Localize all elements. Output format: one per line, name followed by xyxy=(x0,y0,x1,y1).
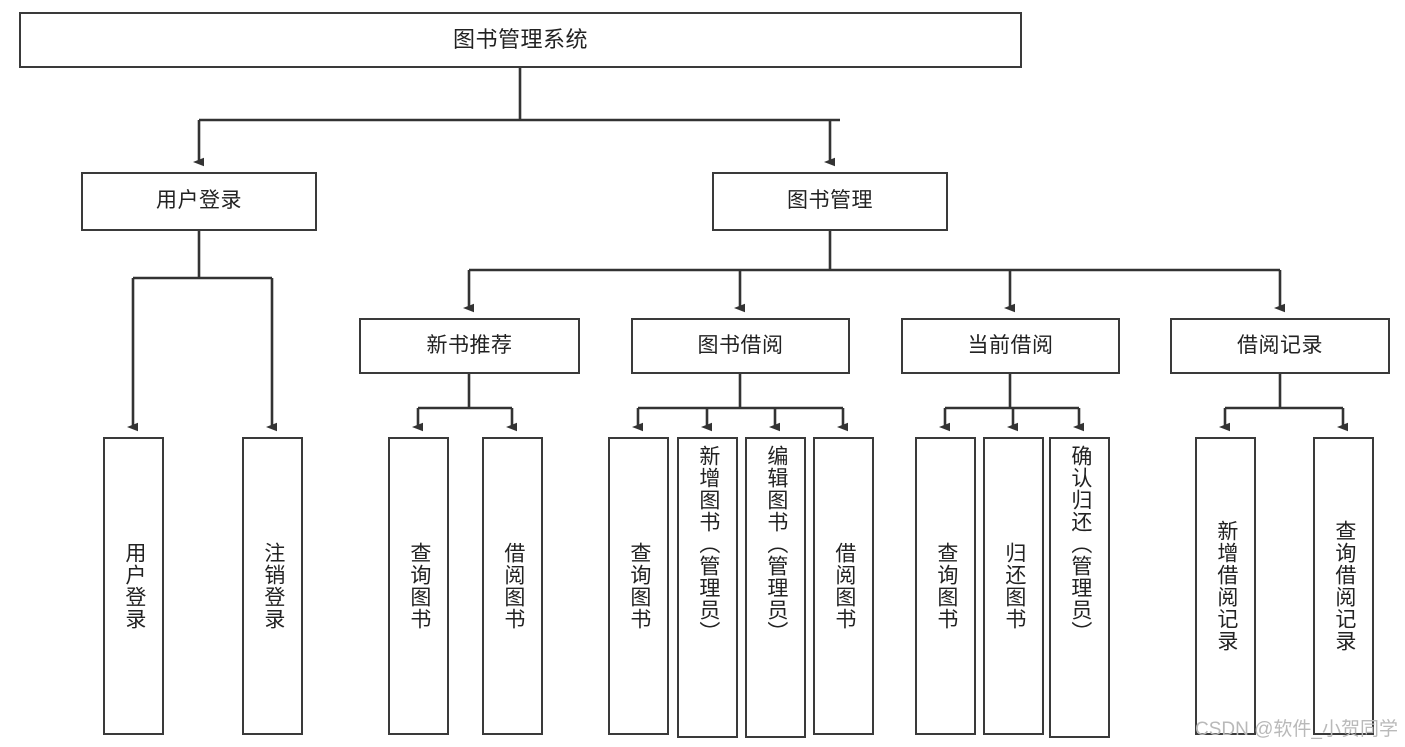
leaf-query-record[interactable]: 查询借阅记录 xyxy=(1313,437,1374,735)
leaf-borrow-book-1-label: 借阅图书 xyxy=(501,542,525,630)
leaf-add-book-label: 新增图书（管理员） xyxy=(696,445,720,643)
leaf-query-book-2[interactable]: 查询图书 xyxy=(608,437,669,735)
node-new-book-rec-label: 新书推荐 xyxy=(426,333,513,357)
leaf-return-book-label: 归还图书 xyxy=(1002,542,1026,630)
node-root-label: 图书管理系统 xyxy=(452,27,588,53)
node-borrow-record[interactable]: 借阅记录 xyxy=(1170,318,1390,374)
leaf-logout-label: 注销登录 xyxy=(261,542,285,630)
leaf-query-book-3[interactable]: 查询图书 xyxy=(915,437,976,735)
leaf-query-book-2-label: 查询图书 xyxy=(627,542,651,630)
node-book-borrow-label: 图书借阅 xyxy=(697,333,784,357)
node-book-manage-label: 图书管理 xyxy=(787,189,873,213)
leaf-borrow-book-2[interactable]: 借阅图书 xyxy=(813,437,874,735)
node-root[interactable]: 图书管理系统 xyxy=(19,12,1022,68)
node-book-manage[interactable]: 图书管理 xyxy=(712,172,948,231)
leaf-query-book-1-label: 查询图书 xyxy=(407,542,431,630)
leaf-borrow-book-1[interactable]: 借阅图书 xyxy=(482,437,543,735)
leaf-confirm-return-label: 确认归还（管理员） xyxy=(1068,445,1092,643)
node-user-login-label: 用户登录 xyxy=(156,189,242,213)
leaf-logout[interactable]: 注销登录 xyxy=(242,437,303,735)
watermark: CSDN @软件_小贺同学 xyxy=(1195,719,1398,740)
leaf-query-book-1[interactable]: 查询图书 xyxy=(388,437,449,735)
node-book-borrow[interactable]: 图书借阅 xyxy=(631,318,850,374)
node-new-book-rec[interactable]: 新书推荐 xyxy=(359,318,580,374)
leaf-confirm-return[interactable]: 确认归还（管理员） xyxy=(1049,437,1110,738)
node-user-login[interactable]: 用户登录 xyxy=(81,172,317,231)
leaf-user-login-label: 用户登录 xyxy=(122,542,146,630)
leaf-edit-book[interactable]: 编辑图书（管理员） xyxy=(745,437,806,738)
leaf-edit-book-label: 编辑图书（管理员） xyxy=(764,445,788,643)
node-current-borrow-label: 当前借阅 xyxy=(967,333,1054,357)
leaf-add-book[interactable]: 新增图书（管理员） xyxy=(677,437,738,738)
leaf-return-book[interactable]: 归还图书 xyxy=(983,437,1044,735)
leaf-borrow-book-2-label: 借阅图书 xyxy=(832,542,856,630)
leaf-query-book-3-label: 查询图书 xyxy=(934,542,958,630)
leaf-add-record-label: 新增借阅记录 xyxy=(1214,520,1238,652)
leaf-query-record-label: 查询借阅记录 xyxy=(1332,520,1356,652)
node-current-borrow[interactable]: 当前借阅 xyxy=(901,318,1120,374)
leaf-add-record[interactable]: 新增借阅记录 xyxy=(1195,437,1256,735)
leaf-user-login[interactable]: 用户登录 xyxy=(103,437,164,735)
node-borrow-record-label: 借阅记录 xyxy=(1237,333,1323,357)
